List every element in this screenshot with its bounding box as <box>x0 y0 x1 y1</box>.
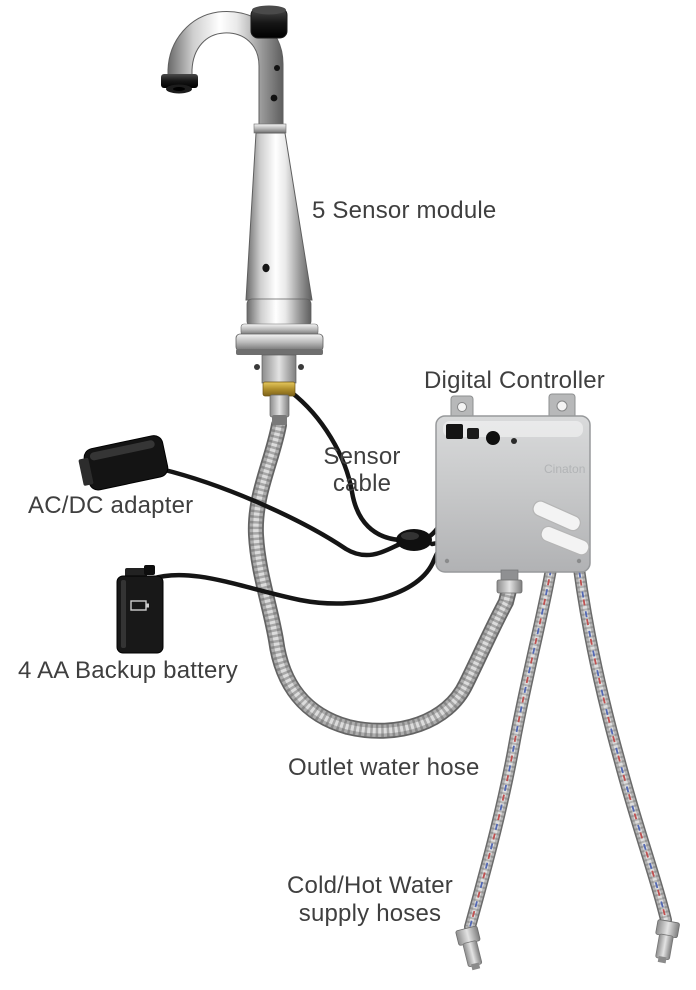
controller-logo: Cinaton <box>544 462 585 476</box>
ferrite-bead <box>396 529 432 551</box>
label-acdc-adapter: AC/DC adapter <box>28 492 194 519</box>
label-digital-controller: Digital Controller <box>424 367 605 394</box>
supply-hose-left-fitting <box>455 925 483 971</box>
label-supply-hoses-line2: supply hoses <box>298 900 442 927</box>
acdc-adapter <box>78 435 169 491</box>
label-supply-hoses-line1: Cold/Hot Water <box>287 872 453 899</box>
label-backup-battery: 4 AA Backup battery <box>18 657 238 684</box>
sensor-window-upper <box>274 65 280 71</box>
supply-hose-left <box>455 534 562 971</box>
battery-icon <box>130 600 149 611</box>
digital-controller: Cinaton <box>435 393 591 594</box>
adapter-cable-wire <box>158 466 403 558</box>
sensor-window-base <box>262 263 270 273</box>
quick-connect-top <box>532 500 581 532</box>
label-sensor-cable-line1: Sensor <box>323 443 401 470</box>
outlet-water-hose <box>247 417 517 739</box>
faucet-sensor-module <box>161 5 324 425</box>
label-sensor-cable-line2: cable <box>332 470 392 497</box>
label-sensor-module: 5 Sensor module <box>312 197 497 224</box>
label-sensor-cable: Sensor cable <box>314 443 410 497</box>
label-supply-hoses: Cold/Hot Water supply hoses <box>260 872 480 928</box>
backup-battery <box>116 565 164 654</box>
label-outlet-water-hose: Outlet water hose <box>288 754 480 781</box>
supply-hose-right-fitting <box>655 919 680 964</box>
sensor-window-lower <box>270 94 278 102</box>
brass-fitting <box>262 381 296 397</box>
supply-hose-right <box>570 539 680 964</box>
quick-connect-bottom <box>540 525 590 556</box>
